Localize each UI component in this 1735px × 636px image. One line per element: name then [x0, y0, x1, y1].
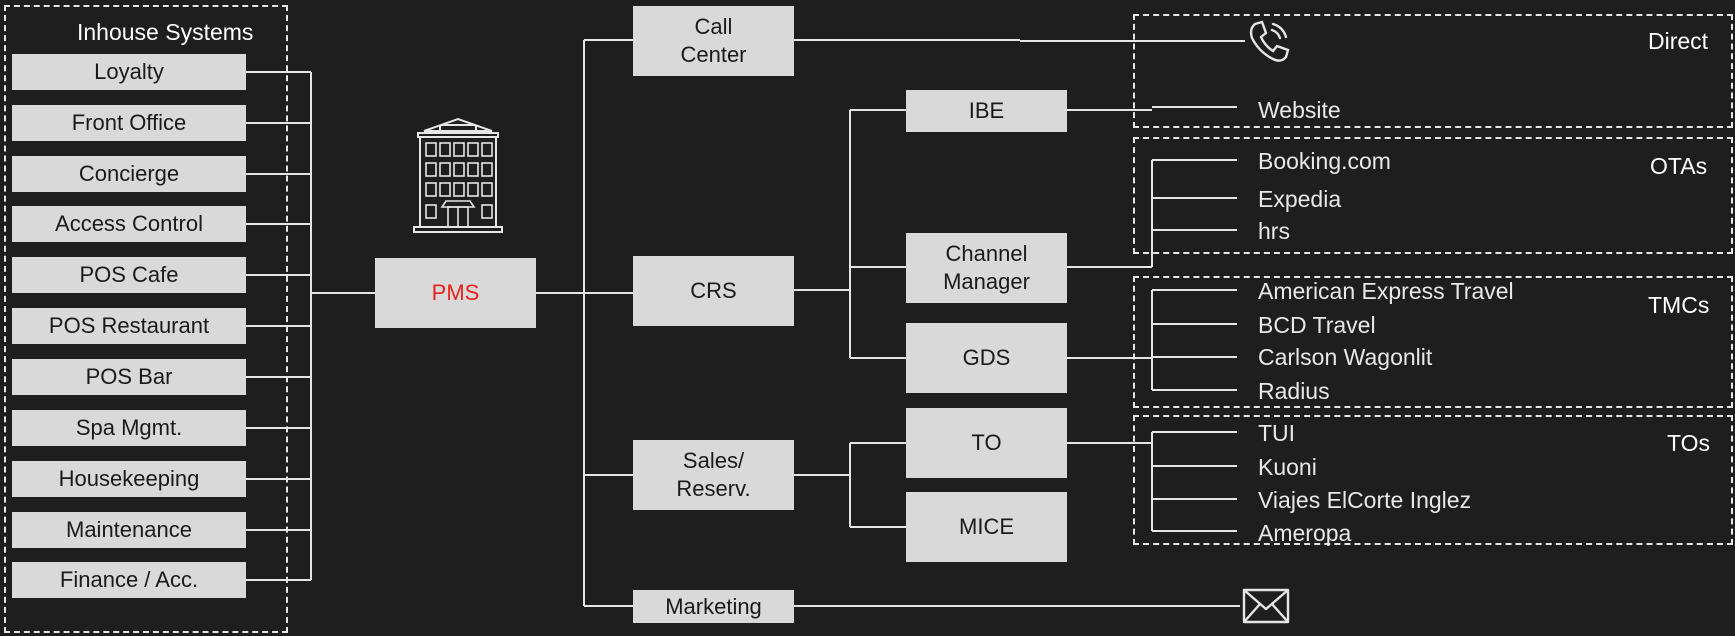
- marketing-box: Marketing: [633, 590, 794, 623]
- tmcs-group: [1133, 276, 1733, 408]
- channel-booking: Booking.com: [1258, 148, 1391, 174]
- inhouse-systems-group: [4, 5, 288, 633]
- channel-amex-travel: American Express Travel: [1258, 278, 1514, 304]
- inhouse-systems-title: Inhouse Systems: [77, 19, 254, 45]
- mice-box: MICE: [906, 492, 1067, 562]
- otas-title: OTAs: [1650, 153, 1708, 179]
- channel-website: Website: [1258, 97, 1341, 123]
- system-pos-restaurant: POS Restaurant: [12, 308, 246, 344]
- system-access-control: Access Control: [12, 206, 246, 242]
- tos-group: [1133, 415, 1733, 545]
- system-loyalty: Loyalty: [12, 54, 246, 90]
- tos-title: TOs: [1667, 430, 1711, 456]
- hotel-building-icon: [413, 117, 503, 233]
- channel-expedia: Expedia: [1258, 186, 1342, 212]
- channel-bcd-travel: BCD Travel: [1258, 312, 1376, 338]
- envelope-icon: [1242, 588, 1290, 624]
- channel-manager-box: Channel Manager: [906, 233, 1067, 303]
- crs-box: CRS: [633, 256, 794, 326]
- channel-radius: Radius: [1258, 378, 1330, 404]
- channel-kuoni: Kuoni: [1258, 454, 1317, 480]
- to-box: TO: [906, 408, 1067, 478]
- pms-box: PMS: [375, 258, 536, 328]
- system-finance: Finance / Acc.: [12, 562, 246, 598]
- channel-hrs: hrs: [1258, 218, 1290, 244]
- system-concierge: Concierge: [12, 156, 246, 192]
- channel-ameropa: Ameropa: [1258, 520, 1352, 546]
- call-center-box: Call Center: [633, 6, 794, 76]
- sales-reservations-box: Sales/ Reserv.: [633, 440, 794, 510]
- direct-group: [1133, 14, 1733, 128]
- channel-tui: TUI: [1258, 420, 1296, 446]
- system-pos-bar: POS Bar: [12, 359, 246, 395]
- system-pos-cafe: POS Cafe: [12, 257, 246, 293]
- system-housekeeping: Housekeeping: [12, 461, 246, 497]
- system-spa-mgmt: Spa Mgmt.: [12, 410, 246, 446]
- channel-carlson-wagonlit: Carlson Wagonlit: [1258, 344, 1433, 370]
- otas-group: [1133, 137, 1733, 254]
- gds-box: GDS: [906, 323, 1067, 393]
- ibe-box: IBE: [906, 90, 1067, 132]
- system-maintenance: Maintenance: [12, 512, 246, 548]
- system-front-office: Front Office: [12, 105, 246, 141]
- phone-icon: [1249, 20, 1290, 62]
- channel-viajes: Viajes ElCorte Inglez: [1258, 487, 1472, 513]
- tmcs-title: TMCs: [1648, 292, 1710, 318]
- direct-title: Direct: [1648, 28, 1709, 54]
